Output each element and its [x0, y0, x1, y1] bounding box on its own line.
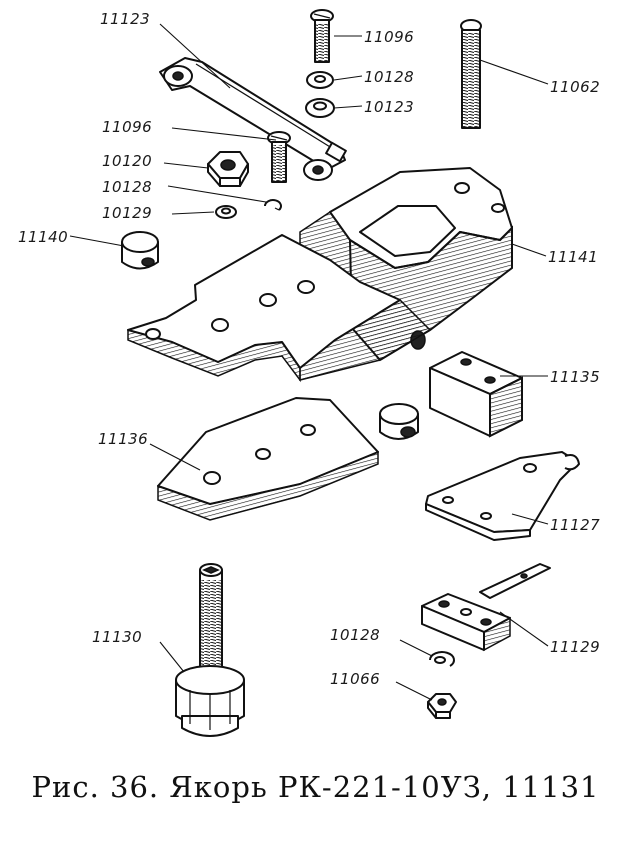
label-11066: 11066 — [330, 670, 380, 688]
part-11141-frame — [127, 167, 513, 383]
part-11096-screw-mid — [267, 131, 291, 183]
part-center-bushing — [379, 403, 419, 440]
part-10123-washer — [305, 98, 335, 118]
label-11136: 11136 — [98, 430, 148, 448]
part-11140-bushing — [121, 231, 159, 270]
part-11130-adjusting-screw — [175, 563, 245, 737]
label-10128-bottom: 10128 — [330, 626, 380, 644]
exploded-parts-drawing: 11123 11096 10128 10123 11062 11096 1012… — [18, 9, 600, 737]
label-11135: 11135 — [550, 368, 600, 386]
label-10123: 10123 — [364, 98, 414, 116]
part-10128-washer-mid — [264, 199, 282, 211]
label-11127: 11127 — [550, 516, 600, 534]
leader-lines — [69, 23, 549, 701]
label-11130: 11130 — [92, 628, 142, 646]
label-11062: 11062 — [550, 78, 600, 96]
label-10120: 10120 — [102, 152, 152, 170]
part-10120-hex-nut — [207, 151, 249, 187]
part-11129-contact-bracket — [421, 563, 551, 652]
part-11123-link — [159, 57, 347, 181]
part-10128-washer-top — [306, 71, 334, 89]
label-11096-top: 11096 — [364, 28, 414, 46]
part-11135-block — [429, 351, 523, 438]
label-11129: 11129 — [550, 638, 600, 656]
part-11096-screw-top — [310, 9, 334, 63]
part-11066-nut — [427, 693, 457, 719]
part-11127-bracket — [425, 451, 580, 541]
part-10129-washer — [215, 205, 237, 219]
label-11096-mid: 11096 — [102, 118, 152, 136]
part-10128-washer-bottom — [429, 651, 455, 667]
label-10129: 10129 — [102, 204, 152, 222]
label-11140: 11140 — [18, 228, 68, 246]
part-labels: 11123 11096 10128 10123 11062 11096 1012… — [18, 10, 600, 688]
figure-caption: Рис. 36. Якорь РК-221-10УЗ, 11131 — [31, 770, 600, 804]
label-10128-mid: 10128 — [102, 178, 152, 196]
label-10128-top: 10128 — [364, 68, 414, 86]
label-11141: 11141 — [548, 248, 598, 266]
label-11123: 11123 — [100, 10, 150, 28]
part-11136-plate — [157, 397, 379, 521]
part-11062-long-screw — [460, 19, 482, 129]
